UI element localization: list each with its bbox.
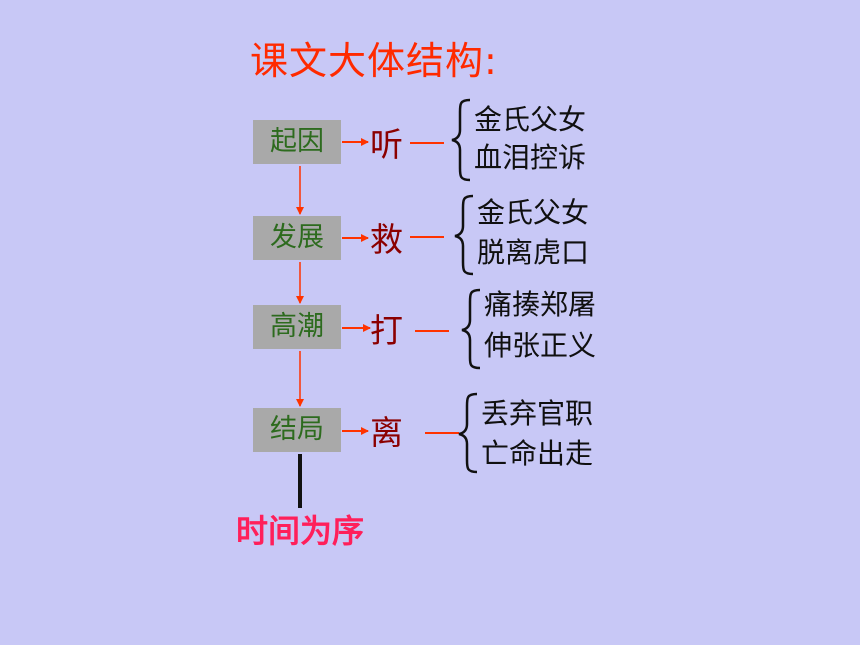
detail-line: 痛揍郑屠	[484, 288, 597, 321]
stage-box-development: 发展	[253, 216, 341, 260]
detail-line: 金氏父女	[474, 103, 587, 136]
detail-line: 伸张正义	[484, 329, 597, 362]
brace-icon	[454, 194, 474, 276]
action-rescue: 救	[370, 220, 403, 259]
brace-icon	[451, 98, 471, 182]
detail-line: 脱离虎口	[477, 236, 590, 269]
diagram-title: 课文大体结构:	[250, 39, 498, 83]
connector-dash	[410, 236, 444, 238]
brace-icon	[461, 288, 481, 370]
action-leave: 离	[370, 413, 403, 452]
detail-line: 金氏父女	[477, 196, 590, 229]
action-listen: 听	[370, 125, 403, 164]
detail-line: 血泪控诉	[474, 141, 587, 174]
connector-dash	[415, 330, 449, 332]
connector-dash	[410, 142, 444, 144]
detail-line: 丢弃官职	[481, 397, 594, 430]
timeline-label: 时间为序	[236, 512, 365, 550]
action-fight: 打	[370, 311, 403, 350]
brace-icon	[458, 392, 478, 474]
stage-box-cause: 起因	[253, 120, 341, 164]
detail-line: 亡命出走	[481, 437, 594, 470]
stage-box-climax: 高潮	[253, 305, 341, 349]
stage-box-ending: 结局	[253, 408, 341, 452]
connector-dash	[425, 432, 459, 434]
